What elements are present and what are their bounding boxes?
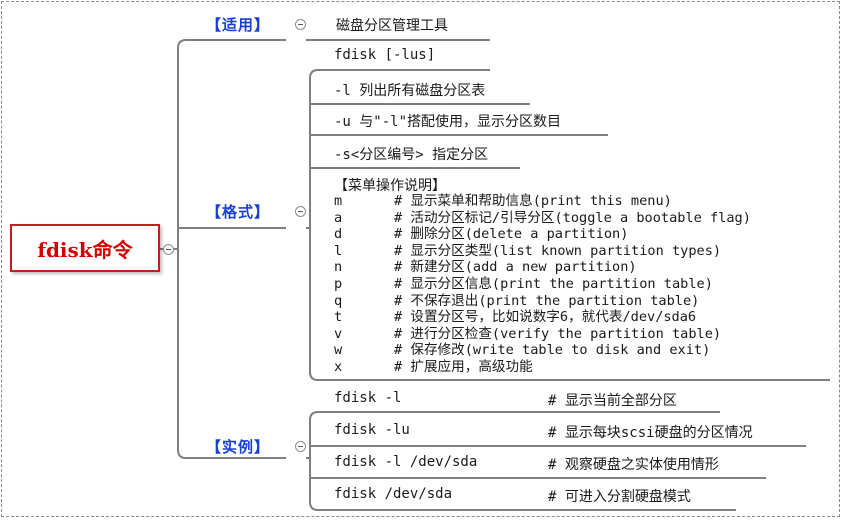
menu-desc: # 显示分区类型(list known partition types) [394,242,722,259]
format-syntax[interactable]: fdisk [-lus] [334,47,436,63]
menu-key: n [334,259,343,276]
root-collapse-icon[interactable] [163,244,174,255]
menu-key: p [334,276,343,292]
format-option-s[interactable]: -s<分区编号> 指定分区 [334,147,489,163]
format-option-u[interactable]: -u 与"-l"搭配使用，显示分区数目 [334,114,562,130]
menu-desc: # 活动分区标记/引导分区(toggle a bootable flag) [394,209,751,226]
menu-desc: # 显示菜单和帮助信息(print this menu) [394,193,672,209]
menu-title: 【菜单操作说明】 [334,178,446,194]
root-label: fdisk命令 [37,237,133,262]
menu-key: x [334,359,343,375]
menu-desc: # 设置分区号，比如说数字6，就代表/dev/sda6 [394,309,697,326]
menu-desc: # 进行分区检查(verify the partition table) [394,325,722,342]
examples-collapse-icon[interactable] [295,441,306,452]
menu-key: d [334,226,343,243]
usage-collapse-icon[interactable] [295,19,306,30]
menu-key: v [334,325,343,342]
menu-key: l [334,242,343,259]
root-node[interactable]: fdisk命令 [10,224,160,272]
menu-desc: # 删除分区(delete a partition) [394,226,629,243]
menu-desc: # 保存修改(write table to disk and exit) [394,342,711,359]
menu-desc: # 显示分区信息(print the partition table) [394,276,713,292]
example-note: # 观察硬盘之实体使用情形 [548,457,719,473]
menu-desc: # 不保存退出(print the partition table) [394,292,700,309]
branch-format-label[interactable]: 【格式】 [206,203,271,221]
example-command[interactable]: fdisk -lu [334,422,410,438]
format-collapse-icon[interactable] [295,206,306,217]
menu-key: m [334,193,343,209]
example-note: # 显示每块scsi硬盘的分区情况 [548,425,753,441]
example-note: # 可进入分割硬盘模式 [548,489,691,505]
example-note: # 显示当前全部分区 [548,393,677,409]
example-command[interactable]: fdisk /dev/sda [334,486,453,502]
menu-desc: # 新建分区(add a new partition) [394,259,637,276]
menu-key: a [334,209,343,226]
branch-examples-label[interactable]: 【实例】 [206,438,271,456]
branch-usage-label[interactable]: 【适用】 [206,16,271,34]
menu-key: t [334,309,343,326]
menu-key: w [334,342,343,359]
example-command[interactable]: fdisk -l /dev/sda [334,454,478,470]
menu-desc: # 扩展应用，高级功能 [394,359,533,375]
example-command[interactable]: fdisk -l [334,390,402,406]
menu-key: q [334,292,343,309]
format-option-l[interactable]: -l 列出所有磁盘分区表 [334,83,486,99]
usage-leaf[interactable]: 磁盘分区管理工具 [336,18,448,34]
